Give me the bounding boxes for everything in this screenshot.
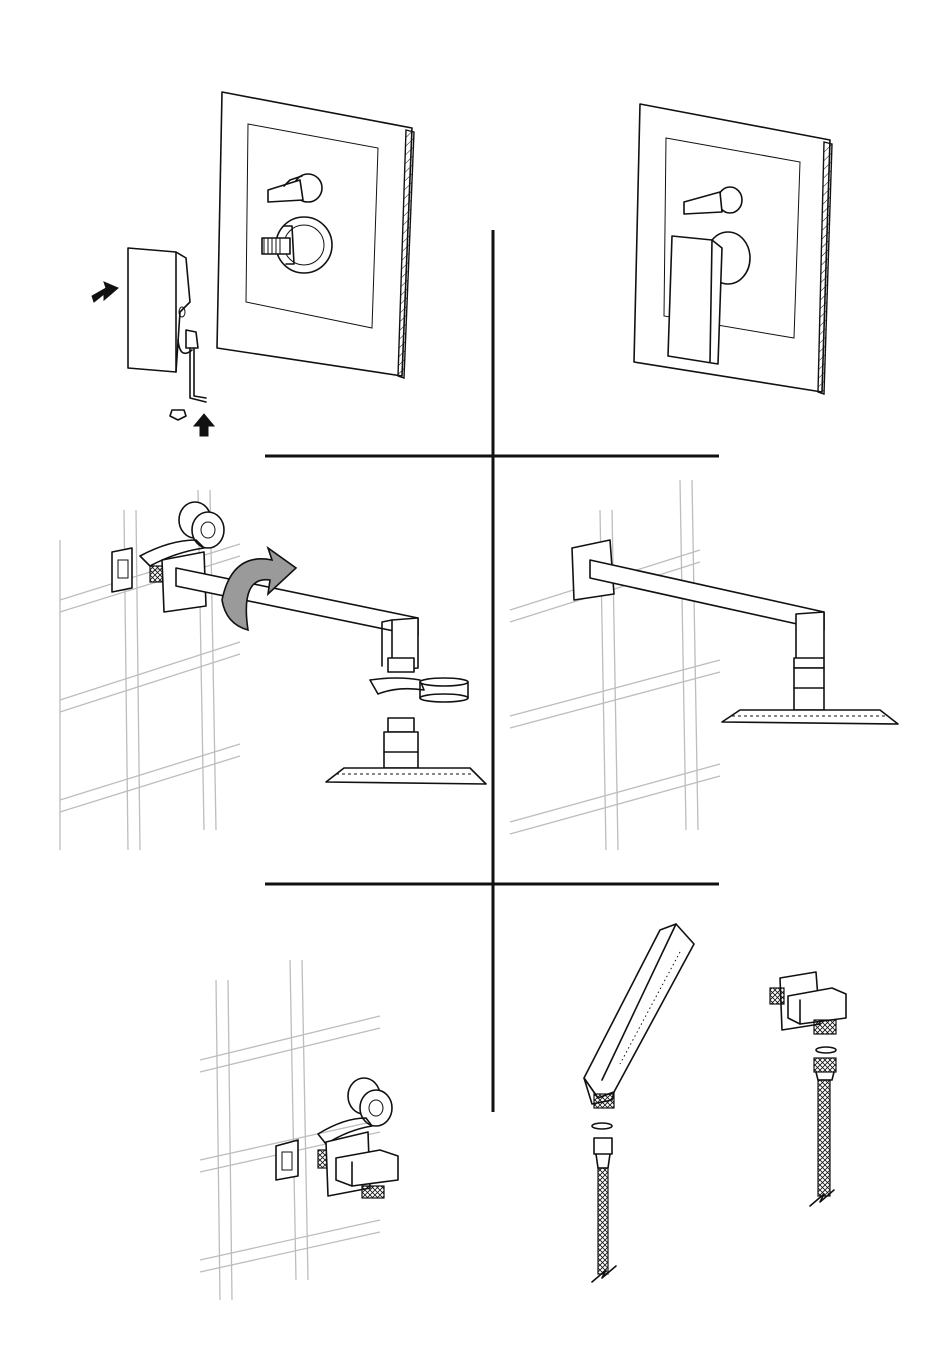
allen-key	[178, 330, 206, 402]
insert-arrow-icon	[92, 282, 118, 302]
washer-outlet	[816, 1047, 836, 1053]
panel-wall-outlet-install	[200, 960, 398, 1300]
shower-washer-p3	[370, 678, 468, 702]
mixer-handle	[128, 248, 190, 372]
panel-shower-arm-install	[60, 490, 486, 850]
wall-outlet-p3	[112, 548, 132, 592]
hose-right	[810, 1058, 836, 1206]
shower-arm-p4	[572, 540, 824, 668]
shower-head-p4	[722, 668, 898, 724]
grub-screw	[170, 410, 186, 420]
panel-mixer-handle-installed	[634, 104, 832, 394]
wall-elbow-p5	[326, 1132, 398, 1198]
hand-shower	[584, 924, 694, 1108]
panel-mixer-handle-install	[92, 92, 414, 436]
panel-shower-arm-installed	[510, 480, 898, 850]
wall-outlet-p5	[276, 1140, 298, 1180]
panel-handshower-hose-connection	[584, 924, 846, 1282]
push-up-arrow-icon	[194, 414, 214, 436]
hose-left	[592, 1138, 616, 1282]
washer-handshower	[592, 1123, 612, 1129]
tile-grid-p4	[510, 480, 720, 850]
wall-elbow-p6	[770, 972, 846, 1034]
ptfe-tape-p5	[318, 1078, 392, 1144]
shower-head-p3	[326, 718, 486, 784]
